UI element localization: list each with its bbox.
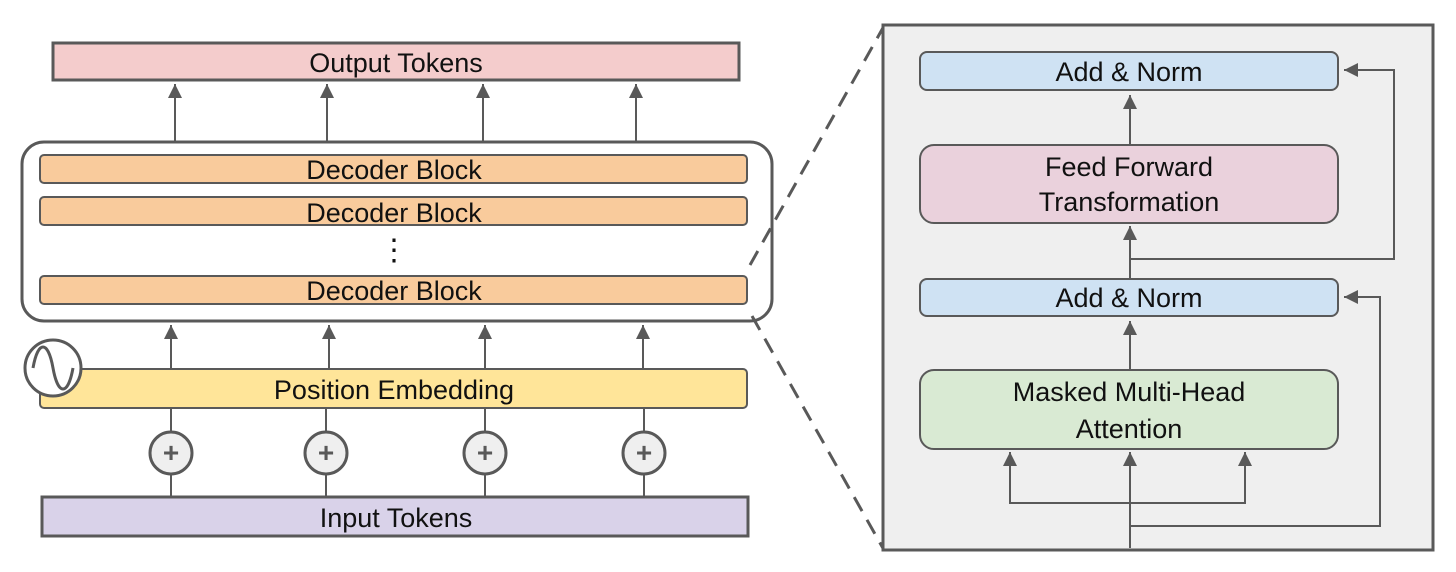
residual-arrow	[1130, 63, 1395, 260]
input-tokens-label: Input Tokens	[320, 503, 473, 533]
masked-attention-label-line2: Attention	[1076, 414, 1183, 444]
add-node: +	[621, 430, 667, 476]
plus-icon: +	[163, 437, 179, 468]
add-norm-top-box: Add & Norm	[919, 51, 1339, 91]
feed-forward-box: Feed Forward Transformation	[919, 144, 1339, 224]
add-norm-bottom-label: Add & Norm	[1055, 283, 1202, 313]
position-embedding-label: Position Embedding	[274, 375, 514, 405]
add-node: +	[462, 430, 508, 476]
zoom-lines	[748, 25, 886, 551]
feed-forward-label-line1: Feed Forward	[1045, 152, 1213, 182]
arrow-up	[1003, 452, 1130, 504]
plus-icon: +	[636, 437, 652, 468]
input-connectors	[170, 408, 645, 497]
add-norm-bottom-box: Add & Norm	[919, 278, 1339, 317]
decoder-block: Decoder Block	[39, 196, 748, 228]
output-tokens-box: Output Tokens	[51, 41, 741, 82]
add-norm-top-label: Add & Norm	[1055, 57, 1202, 87]
output-tokens-label: Output Tokens	[309, 48, 483, 78]
sine-wave-icon	[23, 338, 83, 398]
decoder-block: Decoder Block	[39, 275, 748, 306]
decoder-block: Decoder Block	[39, 154, 748, 185]
plus-icon: +	[318, 437, 334, 468]
output-arrows	[168, 84, 643, 142]
residual-arrow	[1130, 290, 1381, 527]
masked-attention-box: Masked Multi-Head Attention	[919, 369, 1339, 450]
arrow-up	[1130, 452, 1252, 504]
add-node: +	[303, 430, 349, 476]
feed-forward-label-line2: Transformation	[1039, 187, 1220, 217]
decoder-block-label: Decoder Block	[306, 198, 482, 228]
masked-attention-label-line1: Masked Multi-Head	[1013, 377, 1246, 407]
decoder-block-label: Decoder Block	[306, 276, 482, 306]
add-node: +	[148, 430, 194, 476]
detail-connectors	[1003, 63, 1395, 548]
plus-icon: +	[477, 437, 493, 468]
input-tokens-box: Input Tokens	[40, 495, 750, 538]
position-embedding-box: Position Embedding	[39, 368, 748, 409]
vertical-ellipsis: ⋮	[379, 234, 409, 267]
decoder-block-label: Decoder Block	[306, 155, 482, 185]
embedding-arrows	[164, 325, 650, 370]
